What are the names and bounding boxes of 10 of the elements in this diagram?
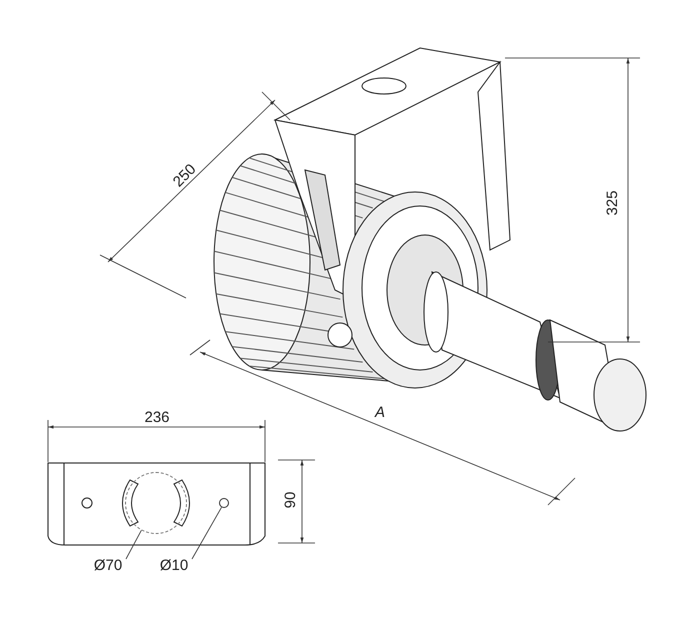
bolt-circle xyxy=(125,472,187,534)
dimension-value: 250 xyxy=(170,160,200,192)
dimension-value: 90 xyxy=(282,492,300,508)
diameter-label: Ø70 xyxy=(84,557,132,575)
dimension-value: 325 xyxy=(604,190,622,216)
leader-line xyxy=(126,530,142,560)
leader-line xyxy=(192,506,222,560)
dimension-value: 236 xyxy=(144,409,170,427)
dimension-value: A xyxy=(375,404,385,422)
diameter-label: Ø10 xyxy=(150,557,198,575)
